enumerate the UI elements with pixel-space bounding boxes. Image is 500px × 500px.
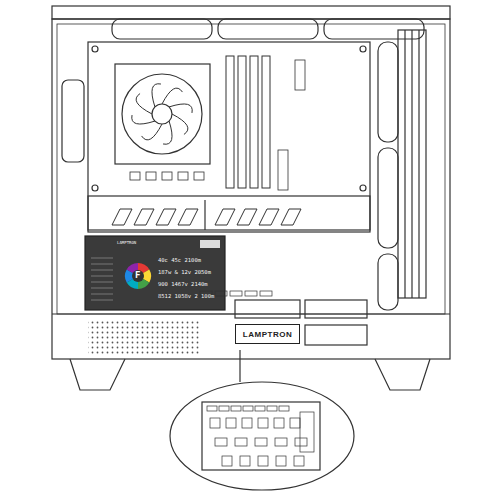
pcb-part (300, 412, 314, 452)
pcb-part (290, 418, 300, 428)
cpu-cooler (115, 64, 210, 164)
case-body (52, 19, 450, 359)
fan-blade (142, 124, 162, 140)
pcb-part (258, 418, 268, 428)
top-fans (112, 19, 424, 39)
motherboard (88, 42, 370, 230)
pcb-part (240, 456, 250, 466)
pcb-part (219, 406, 229, 411)
screen-brand: LAMPTRON (117, 241, 136, 245)
fan-blade (169, 104, 192, 113)
brand-text: LAMPTRON (243, 330, 292, 339)
zoom-ellipse (170, 382, 354, 490)
ram-slots (226, 56, 270, 188)
screen-reading: 187w & 12v 2050m (158, 270, 211, 276)
pcb-part (215, 438, 227, 446)
pcb-part (243, 406, 253, 411)
pcb-part (242, 418, 252, 428)
pcb-part (258, 456, 268, 466)
pcb-part (210, 418, 220, 428)
pcb-part (255, 438, 267, 446)
board-components (130, 60, 305, 190)
gpu-fins (112, 209, 301, 225)
pcb-part (226, 418, 236, 428)
controller-board (202, 402, 320, 470)
pcb-part (294, 456, 304, 466)
leader-line (239, 350, 240, 382)
pcb-part (231, 406, 241, 411)
color-wheel (125, 263, 151, 289)
vent-holes (88, 320, 200, 354)
brand-label-box: LAMPTRON (235, 324, 300, 344)
pcb-part (276, 456, 286, 466)
fan-mode-letter: F (135, 271, 140, 280)
fan-blade (152, 84, 161, 107)
pcb-part (275, 438, 287, 446)
pcb-part (274, 418, 284, 428)
fan-blade (172, 114, 188, 134)
foot (70, 359, 125, 390)
display-heatsink (91, 258, 113, 300)
pcb-part (235, 438, 247, 446)
pcb-part (267, 406, 277, 411)
fan-blade (162, 88, 182, 104)
pcb-part (295, 438, 307, 446)
glass-panel (57, 24, 445, 314)
case-top-rim (52, 6, 450, 19)
bay-slot (305, 300, 367, 318)
fan-blade (132, 115, 155, 124)
foot (375, 359, 430, 390)
pcb-part (279, 406, 289, 411)
screen-reading: 8512 1058v 2 100m (158, 294, 214, 300)
fan-blade (136, 94, 152, 114)
rear-fan (62, 80, 84, 162)
bay-slot (305, 325, 367, 345)
screen-reading: 900 1467v 2140m (158, 282, 208, 288)
screen-reading: 40c 45c 2100m (158, 258, 201, 264)
pcb-part (207, 406, 217, 411)
gpu (88, 196, 370, 232)
lamptron-display (85, 236, 225, 310)
bay-slot (235, 300, 300, 318)
pcb-part (255, 406, 265, 411)
fan-blade (163, 121, 172, 144)
radiator (378, 30, 426, 310)
pcb-part (222, 456, 232, 466)
